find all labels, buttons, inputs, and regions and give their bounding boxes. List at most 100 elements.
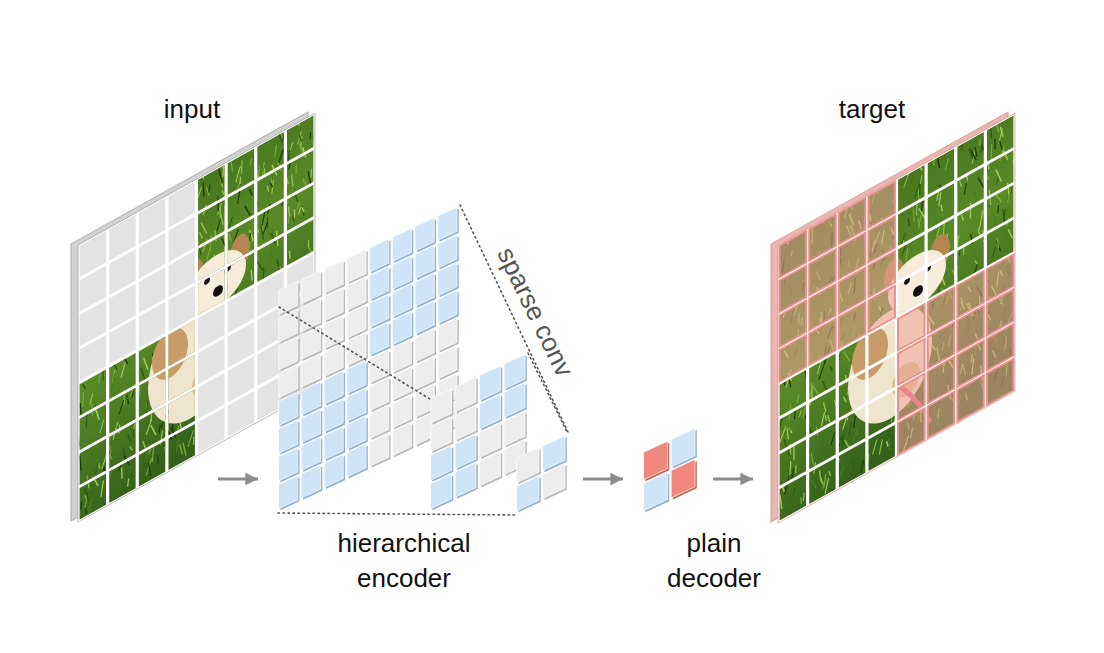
grass-blade bbox=[130, 445, 132, 452]
grass-blade bbox=[883, 440, 885, 446]
tile-face bbox=[279, 309, 298, 342]
dog-nose bbox=[213, 283, 223, 299]
grass-blade bbox=[842, 434, 843, 448]
tile-face bbox=[415, 218, 434, 251]
grass-blade bbox=[811, 379, 818, 397]
grass-blade bbox=[809, 391, 811, 398]
grass-blade bbox=[1003, 208, 1005, 224]
tile-face bbox=[324, 260, 343, 293]
grass-blade bbox=[141, 366, 145, 383]
dotted-guide bbox=[278, 513, 516, 515]
grass-blade bbox=[289, 163, 290, 170]
grass-blade bbox=[112, 373, 115, 390]
grass-blade bbox=[879, 439, 882, 454]
grass-blade bbox=[276, 230, 277, 246]
grass-blade bbox=[835, 398, 838, 412]
grass-blade bbox=[308, 240, 310, 247]
grass-blade bbox=[780, 494, 782, 510]
grass-blade bbox=[168, 428, 172, 443]
grass-blade bbox=[286, 234, 289, 251]
grass-blade bbox=[110, 470, 113, 479]
grass-blade bbox=[115, 418, 116, 429]
grass-blade bbox=[78, 295, 80, 306]
grass-blade bbox=[130, 384, 135, 397]
feature-tile bbox=[671, 459, 697, 501]
grass-blade bbox=[241, 160, 243, 173]
masked-patch bbox=[809, 319, 835, 365]
grass-blade bbox=[1007, 189, 1010, 203]
grass-blade bbox=[1000, 139, 1003, 151]
grass-blade bbox=[801, 225, 802, 233]
grass-blade bbox=[195, 360, 198, 374]
feature-tile bbox=[431, 473, 454, 511]
grass-blade bbox=[94, 400, 96, 411]
grass-blade bbox=[166, 326, 169, 337]
grass-blade bbox=[964, 183, 966, 195]
tile-face bbox=[347, 361, 366, 394]
grass-blade bbox=[800, 497, 802, 505]
grass-blade bbox=[114, 361, 118, 372]
grass-blade bbox=[278, 160, 282, 173]
flow-arrow bbox=[583, 478, 623, 481]
grass-blade bbox=[309, 132, 311, 139]
tile-face bbox=[301, 299, 320, 332]
grass-blade bbox=[209, 185, 210, 193]
grass-blade bbox=[956, 259, 957, 266]
grass-blade bbox=[1007, 230, 1009, 246]
grass-blade bbox=[282, 189, 288, 206]
grass-blade bbox=[1014, 174, 1015, 187]
grass-blade bbox=[975, 146, 977, 158]
grass-blade bbox=[920, 175, 922, 184]
grass-blade bbox=[159, 425, 161, 433]
grass-blade bbox=[933, 156, 935, 166]
grass-blade bbox=[221, 155, 225, 168]
grass-blade bbox=[303, 145, 306, 159]
feature-tile bbox=[347, 443, 368, 479]
tile-face bbox=[543, 464, 565, 499]
grass-blade bbox=[844, 348, 850, 364]
grass-background bbox=[78, 113, 315, 522]
grass-blade bbox=[250, 158, 252, 165]
feature-tile bbox=[455, 462, 478, 500]
grass-blade bbox=[873, 439, 877, 454]
grass-blade bbox=[224, 191, 226, 205]
grass-blade bbox=[100, 419, 104, 433]
grass-blade bbox=[102, 453, 107, 469]
grass-blade bbox=[924, 180, 926, 191]
grass-blade bbox=[268, 188, 271, 205]
tile-face bbox=[279, 476, 298, 509]
grass-blade bbox=[982, 174, 984, 183]
grass-blade bbox=[997, 237, 999, 250]
grass-blade bbox=[86, 413, 88, 427]
grass-blade bbox=[143, 439, 146, 451]
plain-decoder: plain decoder bbox=[623, 415, 713, 605]
grass-blade bbox=[278, 128, 283, 146]
tile-face bbox=[279, 392, 298, 425]
grass-blade bbox=[207, 249, 210, 261]
tile-face bbox=[347, 277, 366, 310]
grass-blade bbox=[297, 131, 301, 144]
grass-blade bbox=[835, 444, 839, 460]
tile-face bbox=[438, 290, 457, 323]
grass-blade bbox=[128, 432, 132, 444]
grass-blade bbox=[787, 428, 788, 440]
grass-blade bbox=[809, 399, 811, 405]
grass-blade bbox=[202, 172, 204, 179]
tile-face bbox=[480, 366, 501, 401]
grass-blade bbox=[962, 214, 964, 222]
tile-face bbox=[480, 423, 501, 458]
grass-blade bbox=[290, 142, 293, 150]
grass-blade bbox=[995, 189, 1002, 206]
grass-blade bbox=[121, 362, 125, 378]
grass-blade bbox=[780, 426, 786, 442]
grass-blade bbox=[902, 245, 906, 257]
grass-blade bbox=[136, 305, 137, 314]
grass-blade bbox=[183, 441, 186, 457]
grass-blade bbox=[775, 365, 778, 376]
tile-face bbox=[370, 267, 389, 300]
grass-blade bbox=[783, 486, 785, 493]
grass-blade bbox=[952, 266, 958, 283]
grass-blade bbox=[78, 432, 80, 447]
grass-blade bbox=[996, 121, 999, 134]
